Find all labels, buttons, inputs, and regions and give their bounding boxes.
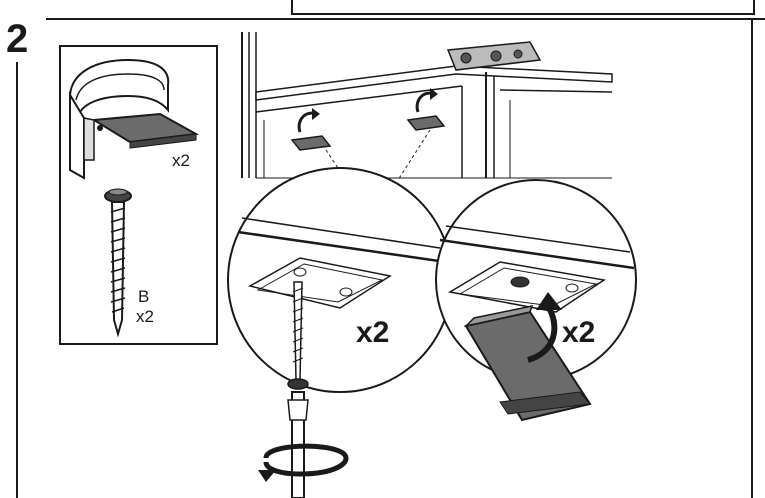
mounting-bracket-icon xyxy=(68,58,200,180)
screw-detail-circle: x2 xyxy=(227,167,453,393)
previous-step-frame xyxy=(291,0,755,15)
flip-up-arrow-icon xyxy=(526,292,562,363)
cabinet-overview xyxy=(241,32,613,181)
bracket-quantity: x2 xyxy=(172,151,190,170)
step-frame xyxy=(16,18,765,498)
screw-letter: B xyxy=(138,287,149,306)
screw-quantity: x2 xyxy=(136,307,154,326)
step-number: 2 xyxy=(6,17,28,61)
screw-icon xyxy=(104,188,132,338)
parts-box: x2 B x2 xyxy=(59,45,218,345)
rotate-arrow-icon xyxy=(258,443,349,482)
bracket-detail-quantity: x2 xyxy=(562,316,595,349)
bracket-detail-circle: x2 xyxy=(435,179,637,422)
screw-detail-quantity: x2 xyxy=(356,316,389,349)
